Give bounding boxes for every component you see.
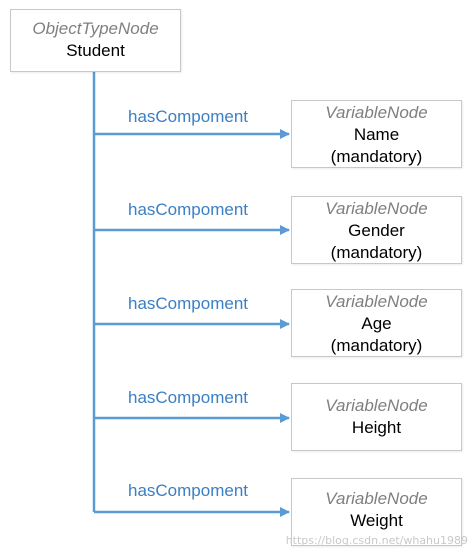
node-type-label: VariableNode: [325, 103, 428, 122]
edge-label-name: hasCompoment: [128, 107, 249, 126]
edge-label-weight: hasCompoment: [128, 481, 249, 500]
watermark-text: https://blog.csdn.net/whahu1989: [285, 534, 468, 547]
variable-node-height: VariableNode Height: [291, 383, 462, 451]
variable-node-name: VariableNode Name (mandatory): [291, 100, 462, 168]
node-name-label: Name: [353, 125, 400, 144]
node-name-label: Gender: [348, 221, 405, 240]
node-type-label: ObjectTypeNode: [32, 19, 159, 38]
node-name-label: Height: [351, 418, 402, 437]
node-name-label: Weight: [350, 511, 403, 530]
edge-label-gender: hasCompoment: [128, 200, 249, 219]
node-modifier-label: (mandatory): [330, 147, 423, 166]
node-type-label: VariableNode: [325, 489, 428, 508]
variable-node-weight: VariableNode Weight: [291, 478, 462, 546]
node-type-label: VariableNode: [325, 396, 428, 415]
node-type-label: VariableNode: [325, 292, 428, 311]
object-type-node-student: ObjectTypeNode Student: [10, 9, 181, 72]
edge-label-height: hasCompoment: [128, 388, 249, 407]
node-type-label: VariableNode: [325, 199, 428, 218]
node-modifier-label: (mandatory): [330, 336, 423, 355]
edge-label-age: hasCompoment: [128, 294, 249, 313]
node-modifier-label: (mandatory): [330, 243, 423, 262]
variable-node-age: VariableNode Age (mandatory): [291, 289, 462, 357]
variable-node-gender: VariableNode Gender (mandatory): [291, 196, 462, 264]
node-name-label: Student: [66, 41, 125, 60]
node-name-label: Age: [361, 314, 392, 333]
